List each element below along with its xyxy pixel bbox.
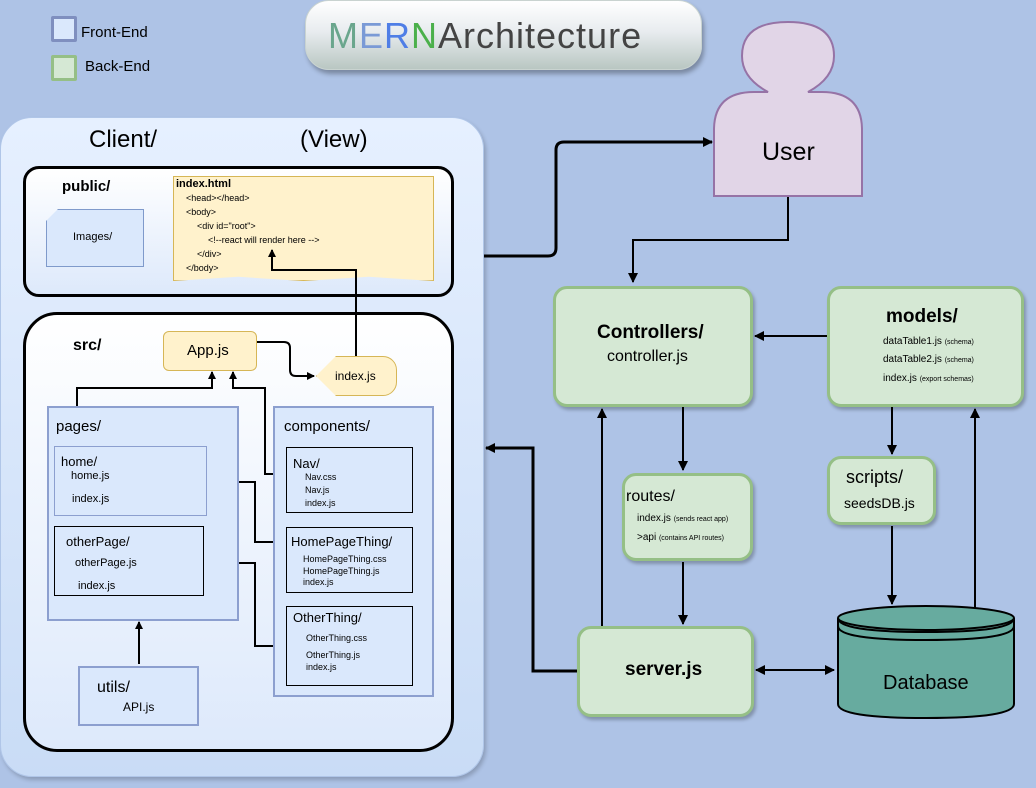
public-label: public/ [62, 178, 111, 195]
models-file: index.js (export schemas) [883, 373, 974, 384]
page-title: MERNArchitecture [328, 15, 642, 57]
user-icon [713, 20, 863, 197]
index-js-label: index.js [335, 369, 376, 383]
routes-box [622, 473, 753, 561]
index-html-line: <body> [186, 207, 217, 217]
title-banner: MERNArchitecture [305, 0, 702, 70]
nav-file: Nav.css [305, 472, 337, 482]
database-label: Database [883, 672, 969, 694]
index-html-line: </body> [186, 263, 219, 273]
routes-item: index.js (sends react app) [637, 513, 729, 524]
homepagething-file: HomePageThing.css [303, 554, 387, 564]
index-html-line: <head></head> [186, 193, 250, 203]
title-letter-e: E [359, 15, 385, 56]
homepagething-file: HomePageThing.js [303, 566, 380, 576]
other-page-folder [54, 526, 204, 596]
utils-file: API.js [123, 700, 155, 714]
homepagething-file: index.js [303, 577, 334, 587]
index-js-box [316, 356, 397, 396]
src-label: src/ [73, 337, 102, 354]
nav-label: Nav/ [293, 456, 320, 471]
index-html-line: <div id="root"> [197, 221, 256, 231]
app-js-box [163, 331, 257, 371]
title-letter-m: M [328, 15, 359, 56]
models-title: models/ [886, 306, 958, 327]
index-html-line: </div> [197, 249, 222, 259]
legend-swatch-backend [51, 55, 77, 81]
otherthing-file: index.js [306, 662, 337, 672]
nav-file: Nav.js [305, 485, 330, 495]
client-title: Client/ [89, 126, 158, 153]
server-box [577, 626, 754, 717]
scripts-title: scripts/ [846, 467, 904, 487]
arrow-user-to-controllers [628, 196, 789, 283]
index-html-note [173, 176, 434, 281]
otherthing-file: OtherThing.css [306, 633, 368, 643]
routes-item: >api (contains API routes) [637, 532, 724, 543]
otherthing-label: OtherThing/ [293, 610, 362, 625]
nav-folder [286, 447, 413, 513]
other-page-file: otherPage.js [75, 557, 137, 569]
home-label: home/ [61, 454, 98, 469]
other-page-label: otherPage/ [66, 534, 130, 549]
nav-file: index.js [305, 498, 336, 508]
index-html-line: <!--react will render here --> [208, 235, 320, 245]
arrow-server-to-client [485, 443, 578, 673]
images-folder [46, 209, 144, 267]
utils-folder [78, 666, 199, 726]
home-file: index.js [72, 493, 110, 505]
home-file: home.js [71, 470, 110, 482]
index-html-title: index.html [176, 178, 232, 190]
homepagething-folder [286, 527, 413, 593]
components-label: components/ [284, 418, 370, 435]
models-file: dataTable2.js (schema) [883, 354, 974, 365]
home-folder [54, 446, 207, 516]
legend-label-backend: Back-End [85, 58, 151, 75]
other-page-file: index.js [78, 580, 116, 592]
arrow-public-to-user [484, 137, 713, 258]
client-view-label: (View) [300, 126, 368, 153]
arrow-appjs-to-indexjs [257, 341, 315, 380]
models-box [827, 286, 1024, 407]
user-label: User [762, 138, 815, 166]
pages-label: pages/ [56, 418, 102, 435]
utils-label: utils/ [97, 679, 130, 696]
otherthing-file: OtherThing.js [306, 650, 361, 660]
routes-title: routes/ [626, 488, 675, 505]
legend-label-frontend: Front-End [81, 24, 148, 41]
otherthing-folder [286, 606, 413, 686]
title-rest: Architecture [438, 15, 643, 56]
title-letter-r: R [384, 15, 412, 56]
arrow-nav-to-appjs [229, 371, 286, 475]
controllers-box [553, 286, 753, 407]
models-file: dataTable1.js (schema) [883, 336, 974, 347]
app-js-label: App.js [187, 342, 229, 359]
controllers-title: Controllers/ [597, 322, 704, 343]
legend-swatch-frontend [51, 16, 77, 42]
database-icon [837, 605, 1015, 720]
title-letter-n: N [411, 15, 439, 56]
arrow-pages-to-appjs [76, 371, 216, 406]
arrow-indexjs-to-indexhtml [268, 249, 357, 357]
controllers-file: controller.js [607, 348, 688, 365]
homepagething-label: HomePageThing/ [291, 534, 393, 549]
images-label: Images/ [73, 231, 113, 243]
server-label: server.js [625, 659, 703, 680]
scripts-box [827, 456, 936, 525]
scripts-file: seedsDB.js [844, 495, 915, 511]
